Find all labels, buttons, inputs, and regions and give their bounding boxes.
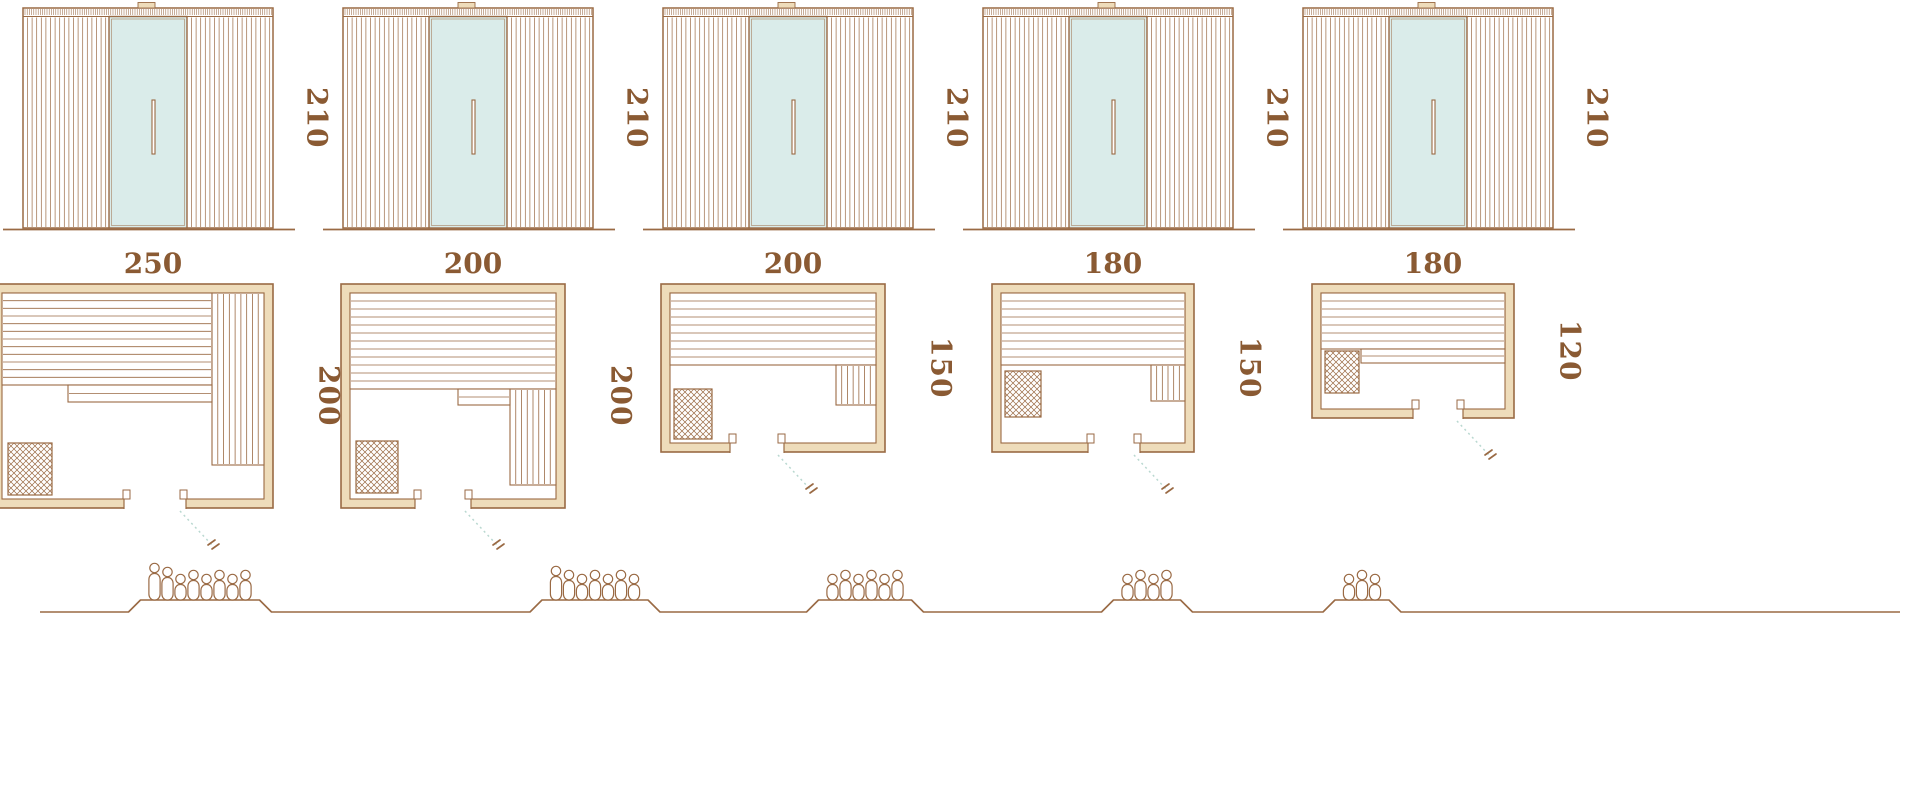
sauna-floorplan-drawing — [339, 283, 566, 550]
plan-depth-label: 200 — [604, 365, 638, 427]
sauna-floorplan-drawing — [659, 283, 886, 494]
sauna-elevation-drawing — [642, 2, 935, 231]
elevation-height-label: 210 — [300, 87, 334, 149]
sauna-column-250x200: 210 250 200 — [0, 0, 346, 568]
sauna-elevation-drawing — [322, 2, 615, 231]
elevation-view: 210 — [1279, 0, 1614, 240]
floorplan-view: 200 200 — [335, 248, 638, 568]
sauna-elevation-drawing — [962, 2, 1255, 231]
sauna-floorplan-drawing — [990, 283, 1195, 494]
plan-width-label: 200 — [443, 247, 503, 280]
elevation-view: 210 — [959, 0, 1294, 240]
plan-width-label: 250 — [123, 247, 183, 280]
sauna-elevation-drawing — [2, 2, 295, 231]
elevation-height-label: 210 — [1260, 87, 1294, 149]
plan-width-label: 200 — [763, 247, 823, 280]
plan-depth-label: 150 — [1233, 337, 1267, 399]
sauna-column-180x150: 210 180 150 — [962, 0, 1294, 568]
elevation-height-label: 210 — [940, 87, 974, 149]
plan-width-label: 180 — [1083, 247, 1143, 280]
floorplan-view: 250 200 — [0, 248, 346, 568]
elevation-view: 210 — [0, 0, 334, 240]
sauna-floorplan-drawing — [0, 283, 274, 550]
sauna-column-200x150: 210 200 150 — [642, 0, 974, 568]
floorplan-view: 180 150 — [986, 248, 1267, 512]
sauna-floorplan-drawing — [1310, 283, 1515, 460]
elevation-view: 210 — [319, 0, 654, 240]
sauna-column-200x200: 210 200 200 — [322, 0, 654, 568]
elevation-view: 210 — [639, 0, 974, 240]
floorplan-view: 180 120 — [1306, 248, 1587, 478]
plan-width-label: 180 — [1403, 247, 1463, 280]
sauna-column-180x120: 210 180 120 — [1282, 0, 1614, 568]
plan-depth-label: 150 — [924, 337, 958, 399]
elevation-height-label: 210 — [1580, 87, 1614, 149]
sauna-columns: 210 250 200 210 200 200 — [0, 0, 1614, 568]
floorplan-view: 200 150 — [655, 248, 958, 512]
capacity-people-strip — [40, 562, 1900, 613]
plan-depth-label: 120 — [1553, 320, 1587, 382]
sauna-elevation-drawing — [1282, 2, 1575, 231]
elevation-height-label: 210 — [620, 87, 654, 149]
